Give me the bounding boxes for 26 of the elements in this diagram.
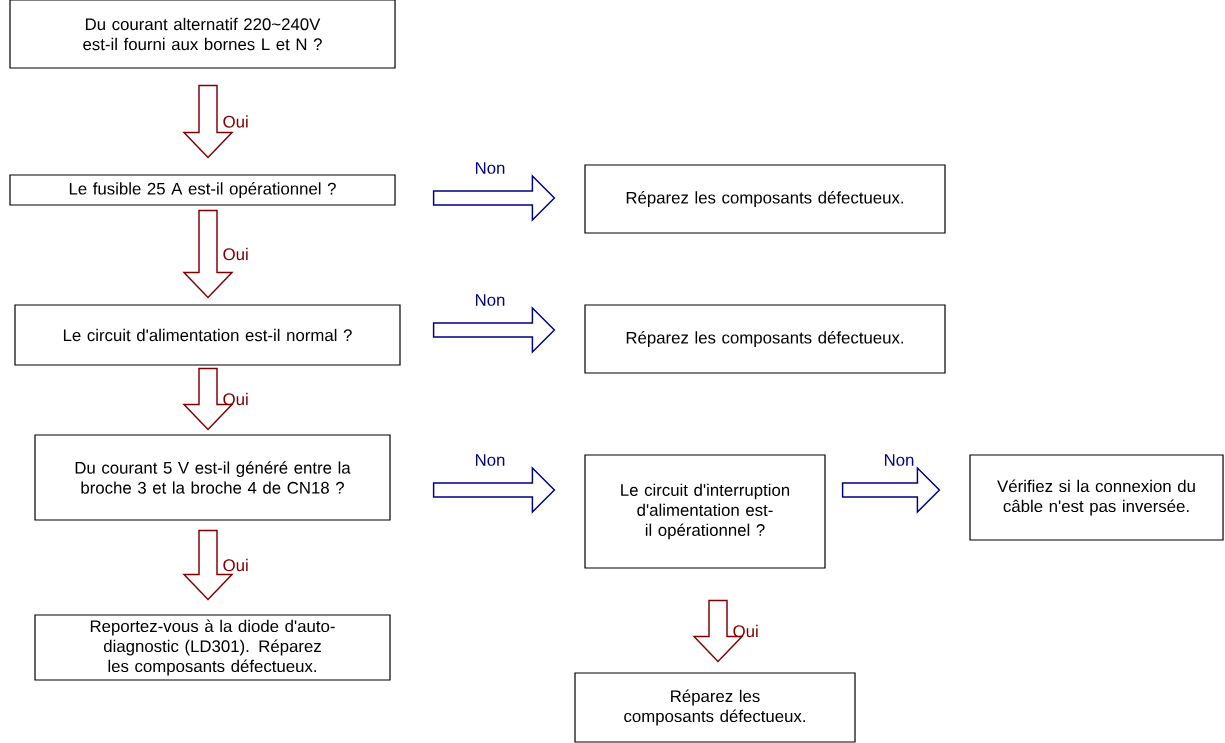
- process-box: Réparez les composants défectueux.: [574, 672, 856, 743]
- block-arrow: [182, 367, 234, 431]
- process-box: Réparez les composants défectueux.: [584, 164, 946, 234]
- process-box: Du courant 5 V est-il généré entre la broche 3 et la broche 4 de CN18 ?: [34, 434, 391, 521]
- edge-label: Oui: [223, 115, 248, 128]
- block-arrow: [182, 529, 234, 601]
- edge-label: Oui: [223, 247, 248, 261]
- edge-label: Non: [885, 454, 914, 466]
- block-arrow: [692, 599, 744, 663]
- process-box: Le circuit d'interruption d'alimentation est-il opérationnel ?: [584, 454, 826, 569]
- process-box: Réparez les composants défectueux.: [584, 304, 946, 374]
- edge-label: Non: [476, 454, 505, 466]
- block-arrow: [432, 174, 556, 222]
- edge-label: Non: [476, 162, 505, 174]
- block-arrow: [182, 84, 234, 159]
- process-box: Le fusible 25 A est-il opérationnel ?: [9, 174, 396, 206]
- block-arrow: [182, 209, 234, 299]
- process-box: Reportez-vous à la diode d'auto-diagnostic (LD301). Réparez les composants défectueux.: [34, 614, 391, 681]
- block-arrow: [432, 306, 556, 354]
- edge-label: Oui: [223, 558, 248, 572]
- process-box: Du courant alternatif 220~240V est-il fourni aux bornes L et N ?: [9, 0, 396, 69]
- block-arrow: [841, 466, 941, 514]
- edge-label: Non: [476, 294, 505, 306]
- process-box: Vérifiez si la connexion du câble n'est pas inversée.: [969, 454, 1224, 541]
- process-box: Le circuit d'alimentation est-il normal ?: [14, 304, 401, 366]
- block-arrow: [432, 466, 556, 514]
